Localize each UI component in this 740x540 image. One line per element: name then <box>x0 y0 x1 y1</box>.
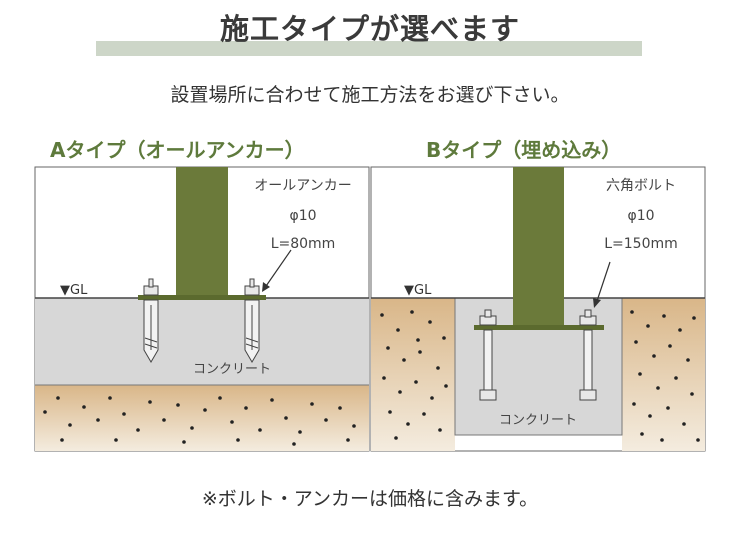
panel-b-bolt-right <box>579 309 597 401</box>
price-footnote: ※ボルト・アンカーは価格に含みます。 <box>201 488 539 510</box>
panel-a-concrete-slab <box>35 298 369 385</box>
panel-b-length: L=150mm <box>604 236 678 252</box>
panel-b-post <box>513 167 564 326</box>
panel-b-bolt-left <box>479 309 497 401</box>
panel-a-anchor-name: オールアンカー <box>254 178 351 194</box>
panel-a-soil <box>35 385 369 451</box>
panel-a-diagram: オールアンカー φ10 L=80mm ▼GL コンクリート <box>34 166 370 452</box>
panel-b-diagram: 六角ボルト φ10 L=150mm ▼GL コンクリート <box>370 166 706 452</box>
panel-a-concrete-label: コンクリート <box>193 362 271 377</box>
panel-b-diameter: φ10 <box>627 208 654 224</box>
panel-a-length: L=80mm <box>271 236 336 252</box>
panel-b-bolt-name: 六角ボルト <box>606 178 676 194</box>
title-underline-band <box>96 41 642 56</box>
panel-b-soil-left <box>371 298 455 451</box>
panel-a-base-plate <box>138 295 266 300</box>
page-subtitle: 設置場所に合わせて施工方法をお選び下さい。 <box>170 84 570 106</box>
panel-b-leader-arrow <box>593 298 601 308</box>
panel-b-base-plate <box>474 325 604 330</box>
panel-a-diameter: φ10 <box>289 208 316 224</box>
panel-b-title: Bタイプ（埋め込み） <box>426 138 622 162</box>
panel-a-ground-label: ▼GL <box>60 283 88 298</box>
page-title: 施工タイプが選べます <box>219 12 520 46</box>
panel-a-title: Aタイプ（オールアンカー） <box>50 138 305 162</box>
panel-a-soil-dots <box>43 396 356 446</box>
panel-b-soil-right <box>622 298 705 451</box>
panel-b-concrete-label: コンクリート <box>499 413 577 428</box>
panel-a-leader-line <box>263 249 292 290</box>
panel-b-soil-dots-right <box>630 310 700 442</box>
panel-a-leader-arrow <box>262 282 270 292</box>
panel-a-anchor-left <box>143 278 159 363</box>
panel-b-soil-dots-left <box>380 310 448 440</box>
panel-a-post <box>176 167 228 298</box>
panel-b-ground-label: ▼GL <box>404 283 432 298</box>
panel-a-anchor-right <box>244 278 260 363</box>
panel-b-leader-line <box>595 261 611 305</box>
